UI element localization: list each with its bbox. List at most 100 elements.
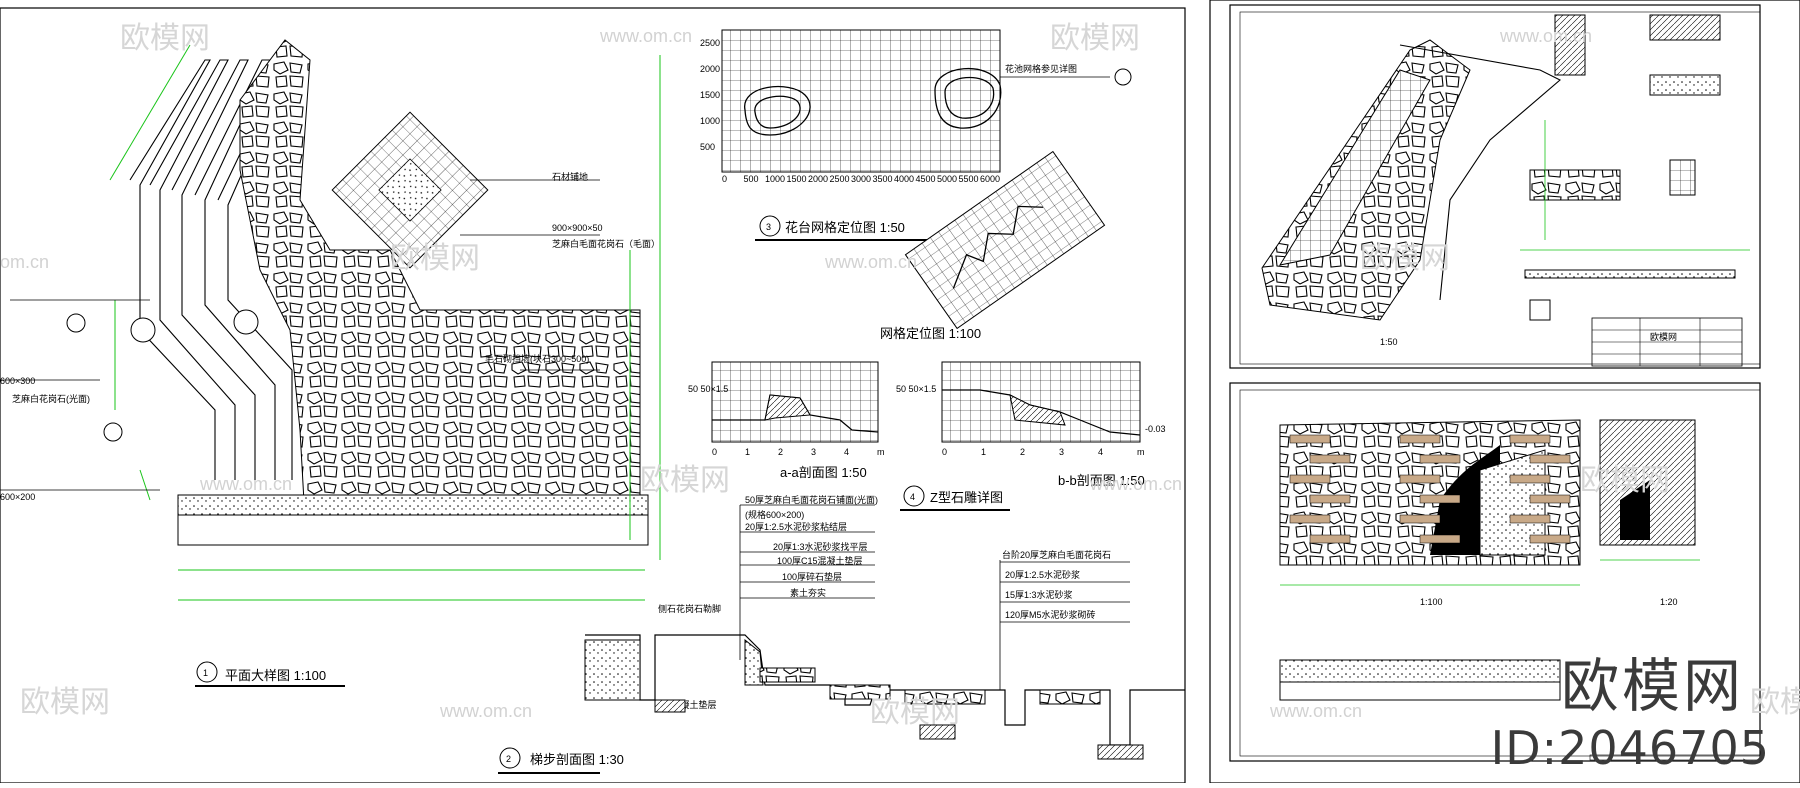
section-b-minus: -0.03	[1145, 424, 1166, 434]
section-b-elev: 50 50×1.5	[896, 384, 936, 394]
watermarks: 欧模网 欧模网 欧模网 欧模网 欧模网 欧模网 欧模网 欧模网 欧模网 www.…	[0, 22, 1800, 729]
grid-x-tick-label: 0	[722, 174, 727, 184]
paving-brick	[1419, 494, 1461, 504]
paving-brick	[1399, 474, 1441, 484]
right-top-sheet: 欧模网 1:50	[1229, 4, 1761, 369]
grid-x-tick-label: 4500	[916, 174, 936, 184]
section-title-num: 2	[506, 754, 511, 764]
section-tick-label: 2	[778, 447, 783, 457]
label-stone-floor: 石材铺地	[552, 171, 588, 182]
watermark-url: www.om.cn	[1089, 474, 1182, 494]
grid-pos-title: 网格定位图 1:100	[880, 326, 981, 341]
paving-brick	[1399, 434, 1441, 444]
paving-brick	[1419, 454, 1461, 464]
label-c15: C15混凝土垫层	[655, 699, 717, 710]
section-title: 梯步剖面图 1:30	[530, 752, 624, 767]
paving-brick	[1309, 534, 1351, 544]
paving-brick	[1529, 494, 1571, 504]
watermark-url: www.om.cn	[439, 701, 532, 721]
grid-title-num: 3	[766, 222, 771, 232]
watermark-brand: 欧模网	[870, 696, 960, 729]
paving-brick	[1399, 514, 1441, 524]
grid-x-tick-label: 5500	[959, 174, 979, 184]
label-rockwall: 毛石砌挡墙(块石300~500)	[485, 353, 589, 364]
watermark-brand: 欧模网	[120, 22, 210, 55]
right-top-stamp: 欧模网	[1650, 331, 1677, 342]
paving-brick	[1289, 434, 1331, 444]
watermark-brand: 欧模网	[640, 464, 730, 497]
section-a-title: a-a剖面图 1:50	[780, 465, 867, 480]
watermark-brand: 欧模网	[1050, 22, 1140, 55]
section-tick-label: 4	[844, 447, 849, 457]
paving-brick	[1309, 494, 1351, 504]
grid-x-tick-label: 3500	[873, 174, 893, 184]
model-id: ID:2046705	[1490, 721, 1770, 775]
grid-x-tick-label: 1000	[765, 174, 785, 184]
layer-8: 台阶20厚芝麻白毛面花岗石	[1002, 549, 1111, 560]
paving-brick	[1529, 534, 1571, 544]
layer-5: 100厚C15混凝土垫层	[777, 555, 863, 566]
grid-x-tick-label: 500	[744, 174, 759, 184]
layer-3: 20厚1:2.5水泥砂浆粘结层	[745, 521, 847, 532]
paving-brick	[1529, 454, 1571, 464]
grid-x-tick-label: 5000	[937, 174, 957, 184]
plan-title-num: 1	[203, 668, 208, 678]
grid-x-tick-label: 3000	[851, 174, 871, 184]
label-paving: 芝麻白毛面花岗石（毛面）	[552, 238, 660, 249]
label-edge: 芝麻白花岗石(光面)	[12, 393, 90, 404]
grid-title: 花台网格定位图 1:50	[785, 220, 905, 235]
right-bottom-sheet: 1:100 1:20	[1229, 382, 1761, 762]
grid-chart-frame	[721, 29, 1001, 173]
paving-brick	[1509, 474, 1551, 484]
label-600x300: 600×300	[0, 376, 35, 386]
layer-1: 50厚芝麻白毛面花岗石铺面(光面)	[745, 494, 878, 505]
section-tick-label: 1	[745, 447, 750, 457]
grid-y-tick-label: 1000	[700, 116, 720, 126]
layer-9: 20厚1:2.5水泥砂浆	[1005, 569, 1080, 580]
watermark-url-group: www.om.cn www.om.cn www.om.cn www.om.cn …	[0, 26, 1592, 721]
grid-y-tick-label: 2500	[700, 38, 720, 48]
plan-title: 平面大样图 1:100	[225, 668, 326, 683]
watermark-url: www.om.cn	[824, 252, 917, 272]
section-tick-label: 3	[1059, 447, 1064, 457]
layer-2: (规格600×200)	[745, 509, 804, 520]
grid-x-tick-label: 4000	[894, 174, 914, 184]
paving-brick	[1309, 454, 1351, 464]
paving-brick	[1509, 434, 1551, 444]
watermark-brand: 欧模网	[1750, 686, 1800, 719]
grid-y-tick-label: 1500	[700, 90, 720, 100]
left-sheet: 900×900×50 芝麻白毛面花岗石（毛面） 石材铺地 毛石砌挡墙(块石300…	[0, 7, 1186, 784]
right-sheets: 欧模网 1:50 1:100 1:20	[1209, 0, 1800, 784]
section-b-title: b-b剖面图 1:50	[1058, 473, 1145, 488]
section-tick-label: m	[877, 447, 885, 457]
right-top-scale: 1:50	[1380, 337, 1398, 347]
grid-x-tick-label: 1500	[787, 174, 807, 184]
plan-detail: 900×900×50 芝麻白毛面花岗石（毛面） 石材铺地 毛石砌挡墙(块石300…	[0, 39, 661, 687]
watermark-brand: 欧模网	[390, 242, 480, 275]
base-paving-band	[177, 494, 649, 516]
section-tick-label: 4	[1098, 447, 1103, 457]
grid-x-tick-label: 2000	[808, 174, 828, 184]
detail-title: Z型石雕详图	[930, 490, 1003, 505]
grid-y-tick-label: 500	[700, 142, 715, 152]
section-tick-label: 2	[1020, 447, 1025, 457]
section-a-elev: 50 50×1.5	[688, 384, 728, 394]
grid-y-tick-label: 2000	[700, 64, 720, 74]
brand-logo-text: 欧模网	[1560, 652, 1744, 720]
layer-6: 100厚碎石垫层	[782, 571, 842, 582]
layer-4: 20厚1:3水泥砂浆找平层	[773, 541, 868, 552]
watermark-url: www.om.cn	[199, 474, 292, 494]
right-bottom-scale: 1:100	[1420, 597, 1443, 607]
grid-x-tick-label: 2500	[830, 174, 850, 184]
watermark-url: www.om.cn	[1269, 701, 1362, 721]
section-tick-label: 0	[712, 447, 717, 457]
paving-bricks	[1289, 434, 1571, 544]
rubble-stone-wall	[239, 39, 641, 541]
paving-brick	[1289, 514, 1331, 524]
label-dim1: 900×900×50	[552, 223, 603, 233]
right-bottom-scale-2: 1:20	[1660, 597, 1678, 607]
